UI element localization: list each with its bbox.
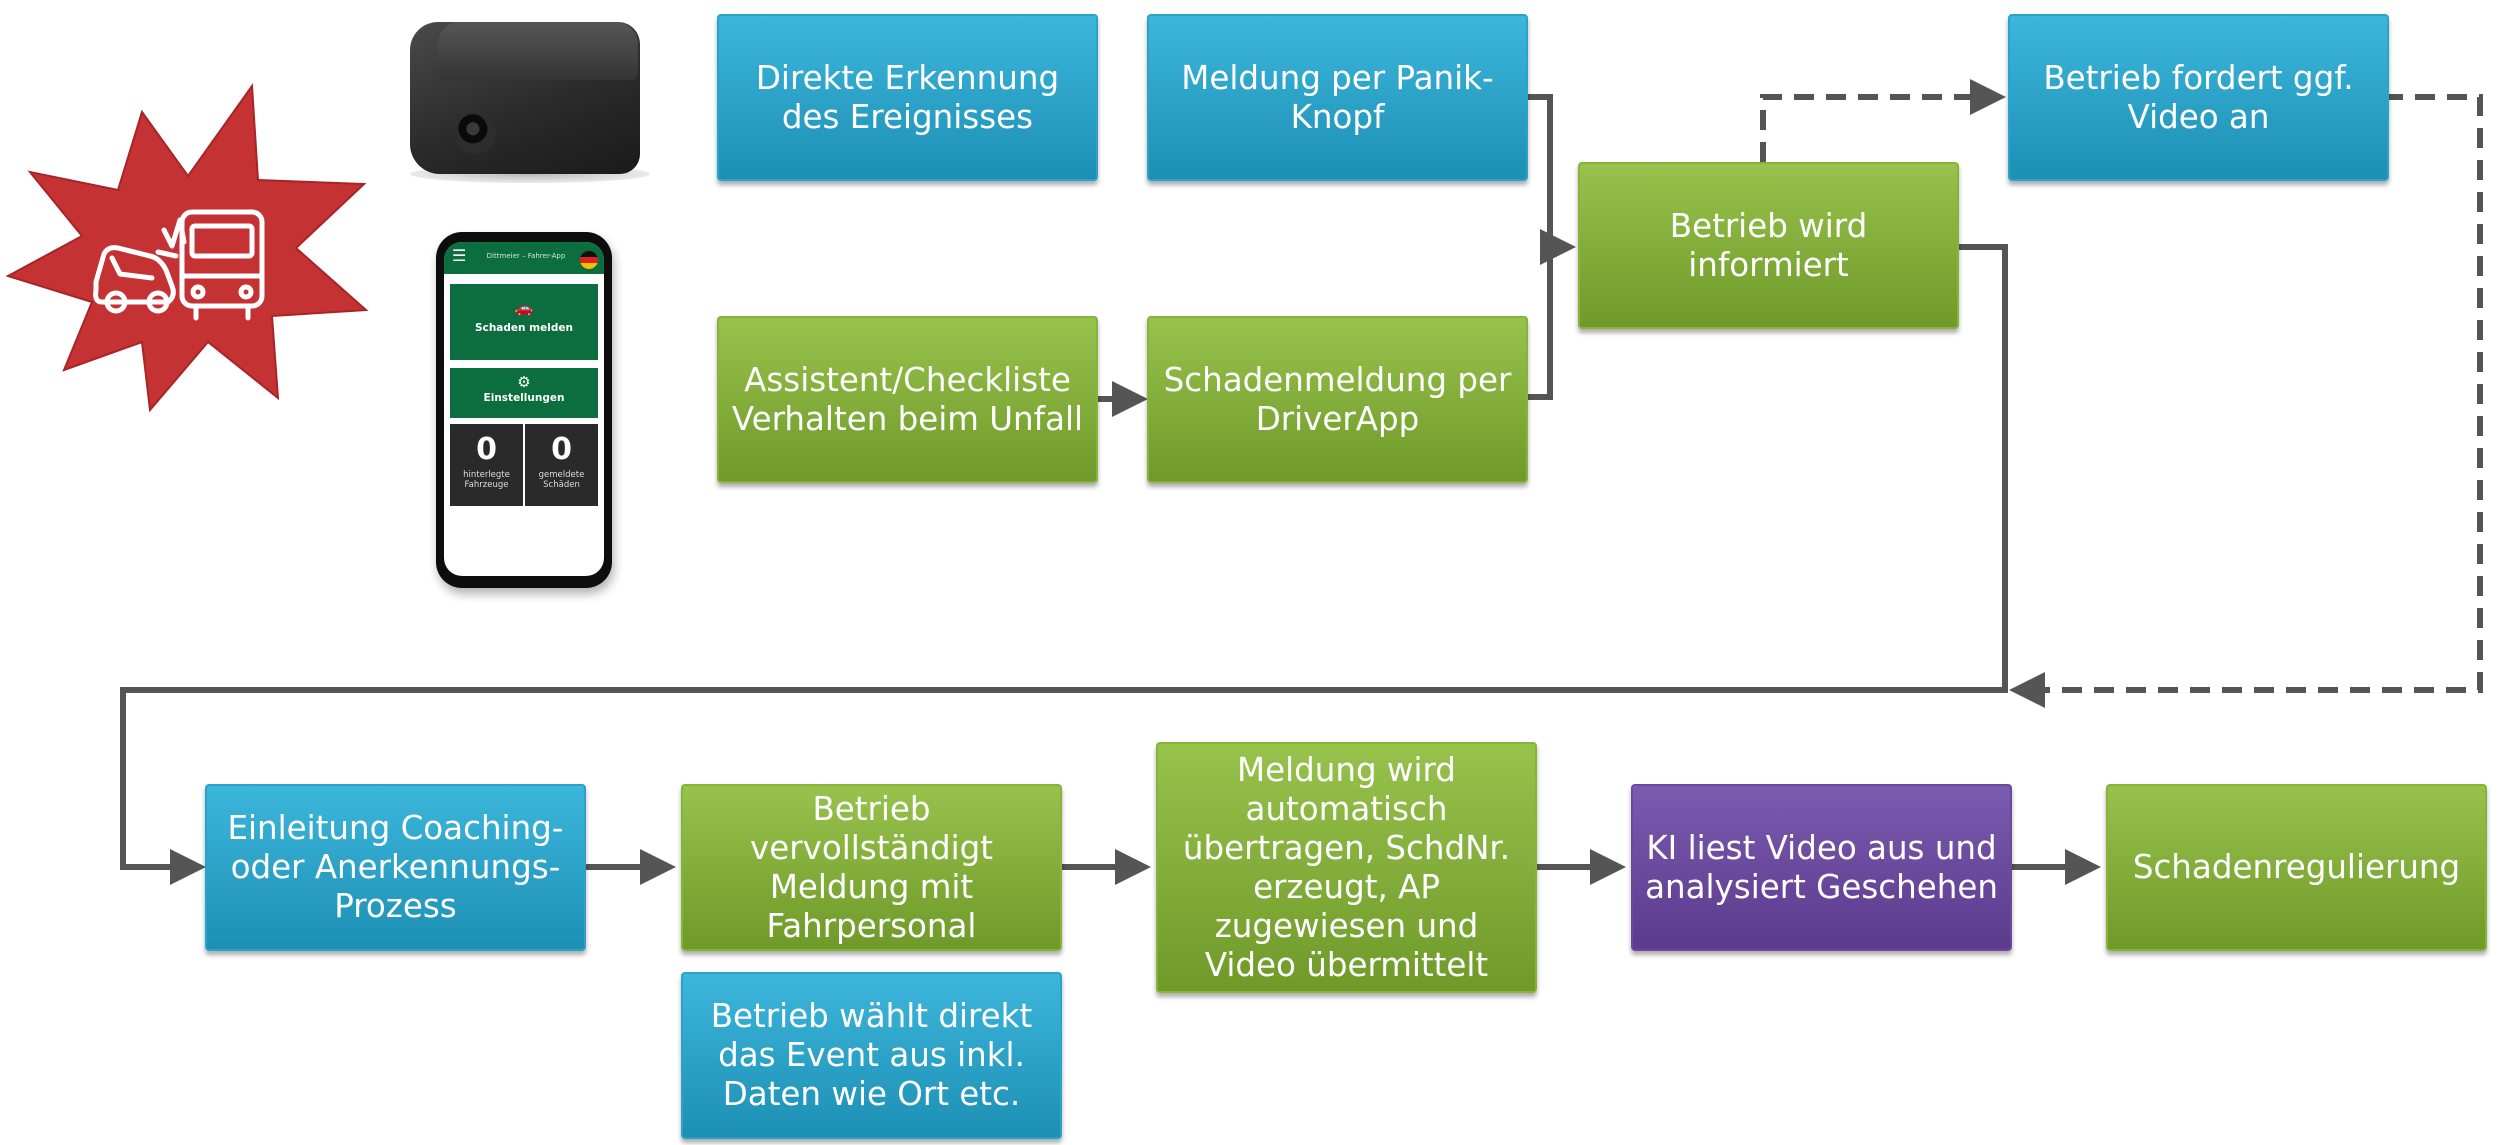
box-operator-informed: Betrieb wird informiert xyxy=(1578,162,1959,329)
german-flag-icon[interactable] xyxy=(580,251,598,269)
car-damage-icon: 🚗 xyxy=(514,299,534,317)
box-claims-settlement: Schadenregulierung xyxy=(2106,784,2487,951)
gear-icon: ⚙ xyxy=(517,373,531,391)
stat-vehicles-value: 0 xyxy=(476,432,497,467)
accident-star-icon xyxy=(5,83,369,413)
dashcam-device xyxy=(380,10,650,185)
settings-button[interactable]: ⚙ Einstellungen xyxy=(450,368,598,418)
box-ai-analysis: KI liest Video aus und analysiert Gesche… xyxy=(1631,784,2012,951)
box-auto-transfer: Meldung wird automatisch übertragen, Sch… xyxy=(1156,742,1537,993)
camera-lens-icon xyxy=(454,112,496,154)
report-damage-button[interactable]: 🚗 Schaden melden xyxy=(450,284,598,360)
box-operator-requests-video: Betrieb fordert ggf. Video an xyxy=(2008,14,2389,181)
settings-label: Einstellungen xyxy=(483,392,565,404)
stat-vehicles-label: hinterlegte Fahrzeuge xyxy=(463,470,510,490)
stat-vehicles: 0 hinterlegte Fahrzeuge xyxy=(450,424,523,506)
car-bus-collision-icon xyxy=(93,209,265,321)
app-title: Dittmeier – Fahrer-App xyxy=(486,252,566,260)
connector-informed-to-video-request xyxy=(1760,79,2006,162)
stat-damages-value: 0 xyxy=(551,432,572,467)
stat-damages: 0 gemeldete Schäden xyxy=(525,424,598,506)
box-coaching: Einleitung Coaching- oder Anerkennungs-P… xyxy=(205,784,586,951)
box-direct-detection: Direkte Erkennung des Ereignisses xyxy=(717,14,1098,181)
connector-panic-to-informed xyxy=(1525,94,1576,265)
app-header: ☰ Dittmeier – Fahrer-App xyxy=(444,242,604,274)
stat-damages-label: gemeldete Schäden xyxy=(538,470,585,490)
box-damage-report-app: Schadenmeldung per DriverApp xyxy=(1147,316,1528,483)
box-panic-button: Meldung per Panik-Knopf xyxy=(1147,14,1528,181)
connector-informed-to-coaching xyxy=(120,244,2008,885)
menu-icon[interactable]: ☰ xyxy=(452,246,467,265)
box-operator-completes: Betrieb vervollständigt Meldung mit Fahr… xyxy=(681,784,1062,951)
report-damage-label: Schaden melden xyxy=(475,322,573,334)
phone-screen: ☰ Dittmeier – Fahrer-App 🚗 Schaden melde… xyxy=(444,242,604,576)
box-operator-selects-event: Betrieb wählt direkt das Event aus inkl.… xyxy=(681,972,1062,1139)
smartphone-driverapp: ☰ Dittmeier – Fahrer-App 🚗 Schaden melde… xyxy=(436,232,612,588)
connector-app-to-informed xyxy=(1525,247,1553,400)
box-assistant-checklist: Assistent/Checkliste Verhalten beim Unfa… xyxy=(717,316,1098,483)
connector-video-request-return xyxy=(2009,94,2483,708)
